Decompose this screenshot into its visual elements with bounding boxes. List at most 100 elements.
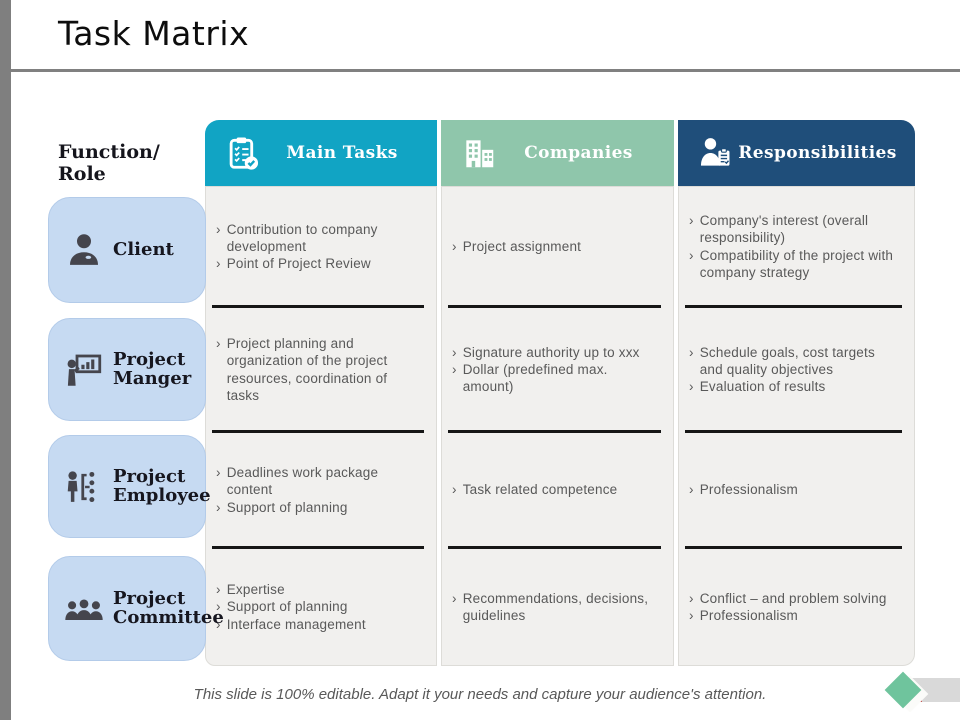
cell-manager-main-tasks: ›Project planning and organization of th… [206, 308, 436, 433]
bullet-marker: › [216, 599, 221, 615]
cell-committee-responsibilities: › Conflict – and problem solving ›Profess… [679, 549, 914, 667]
role-label: Project Manger [113, 348, 192, 389]
bullet-marker: › [216, 221, 221, 237]
bullet-item: › Task related competence [452, 481, 659, 498]
row-divider [685, 305, 902, 308]
bullet-text: Company's interest (overall responsibili… [699, 212, 869, 246]
bullet-item: ›Point of Project Review [216, 255, 422, 272]
bullet-text: Expertise [226, 582, 285, 598]
bullet-marker: › [452, 361, 457, 377]
row-divider [685, 430, 902, 433]
header-label: Main Tasks [286, 143, 398, 163]
bullet-item: › Expertise [216, 581, 422, 598]
row-divider [212, 305, 424, 308]
bullet-marker: › [689, 482, 694, 498]
bullet-item: › Conflict – and problem solving [689, 590, 900, 607]
bullet-text: Deadlines work package content [226, 465, 379, 498]
left-accent-bar [0, 0, 11, 720]
bullet-marker: › [216, 582, 221, 598]
bullet-item: › Contribution to company development [216, 221, 422, 256]
cell-manager-responsibilities: › Schedule goals, cost targets and qualit… [679, 308, 914, 433]
bullet-text: Project planning and organization of the… [226, 335, 388, 403]
bullet-text: Interface management [226, 616, 366, 632]
bullet-marker: › [689, 379, 694, 395]
bullet-text: Professionalism [699, 482, 798, 498]
cell-employee-companies: › Task related competence [442, 433, 673, 549]
function-role-label: Function/ Role [58, 141, 160, 185]
bullet-text: Contribution to company development [226, 221, 378, 254]
bullet-item: › Interface management [216, 616, 422, 633]
row-divider [448, 305, 661, 308]
bullet-item: ›Project planning and organization of th… [216, 335, 422, 404]
bullet-marker: › [689, 590, 694, 606]
cell-employee-responsibilities: › Professionalism [679, 433, 914, 549]
header-main-tasks: Main Tasks [205, 120, 437, 186]
presenter-icon [61, 347, 107, 393]
page-title: Task Matrix [58, 14, 250, 53]
title-divider [11, 69, 960, 72]
cell-committee-main-tasks: › Expertise › Support of planning › Interfa… [206, 549, 436, 667]
bullet-item: ›Dollar (predefined max. amount) [452, 361, 659, 396]
cell-manager-companies: › Signature authority up to xxx ›Dollar (… [442, 308, 673, 433]
person-hierarchy-icon [61, 464, 107, 510]
bullet-marker: › [216, 616, 221, 632]
bullet-marker: › [452, 344, 457, 360]
bullet-item: › Company's interest (overall responsibil… [689, 212, 900, 247]
bullet-text: Support of planning [226, 499, 348, 515]
bullet-marker: › [689, 247, 694, 263]
column-main-tasks: ›Contribution to company development ›Po… [205, 186, 437, 666]
bullet-marker: › [689, 212, 694, 228]
bullet-marker: › [216, 499, 221, 515]
cell-client-main-tasks: › Contribution to company development ›Po… [206, 187, 436, 308]
bullet-item: › Evaluation of results [689, 378, 900, 395]
header-responsibilities: Responsibilities [678, 120, 915, 186]
bullet-text: Recommendations, decisions, guidelines [462, 590, 649, 623]
cell-committee-companies: › Recommendations, decisions, guidelines [442, 549, 673, 667]
bullet-item: ›Professionalism [689, 607, 900, 624]
bullet-marker: › [452, 238, 457, 254]
bullet-marker: › [689, 608, 694, 623]
header-label: Responsibilities [738, 143, 897, 163]
bullet-marker: › [452, 590, 457, 606]
column-responsibilities: › Company's interest (overall responsibil… [678, 186, 915, 666]
bullet-item: ›Schedule goals, cost targets and qualit… [689, 344, 900, 379]
row-divider [448, 430, 661, 433]
buildings-icon [457, 131, 501, 175]
cell-client-companies: › Project assignment [442, 187, 673, 308]
bullet-text: Support of planning [226, 599, 348, 615]
row-divider [212, 546, 424, 549]
clipboard-check-icon [221, 131, 265, 175]
bullet-item: › Compatibility of the project with compa… [689, 247, 900, 282]
bullet-item: › Deadlines work package content [216, 464, 422, 499]
person-icon [61, 227, 107, 273]
bullet-marker: › [452, 482, 457, 498]
header-label: Companies [524, 143, 633, 163]
bullet-item: › Project assignment [452, 238, 659, 255]
bullet-item: › Support of planning [216, 499, 422, 516]
row-divider [685, 546, 902, 549]
bullet-text: Compatibility of the project with compan… [699, 247, 894, 280]
bullet-marker: › [216, 465, 221, 481]
bullet-text: Conflict – and problem solving [699, 590, 887, 606]
bullet-item: › Signature authority up to xxx [452, 344, 659, 361]
bullet-item: › Professionalism [689, 481, 900, 498]
bullet-text: Task related competence [462, 482, 618, 498]
role-box-client: Client [48, 197, 206, 303]
role-box-project-manager: Project Manger [48, 318, 206, 421]
bullet-text: Schedule goals, cost targets and quality… [699, 344, 875, 377]
cell-employee-main-tasks: › Deadlines work package content › Support… [206, 433, 436, 549]
role-label: Project Employee [113, 465, 211, 506]
role-label: Client [113, 238, 174, 260]
person-hierarchy-box: Project Employee [48, 435, 211, 538]
bullet-text: Evaluation of results [699, 379, 826, 395]
header-companies: Companies [441, 120, 674, 186]
bullet-text: Point of Project Review [226, 256, 371, 272]
cell-client-responsibilities: › Company's interest (overall responsibil… [679, 187, 914, 308]
footer-note: This slide is 100% editable. Adapt it yo… [193, 686, 767, 703]
bullet-text: Project assignment [462, 238, 582, 254]
bullet-text: Signature authority up to xxx [462, 344, 640, 360]
row-divider [212, 430, 424, 433]
row-divider [448, 546, 661, 549]
people-group-icon [61, 586, 107, 632]
